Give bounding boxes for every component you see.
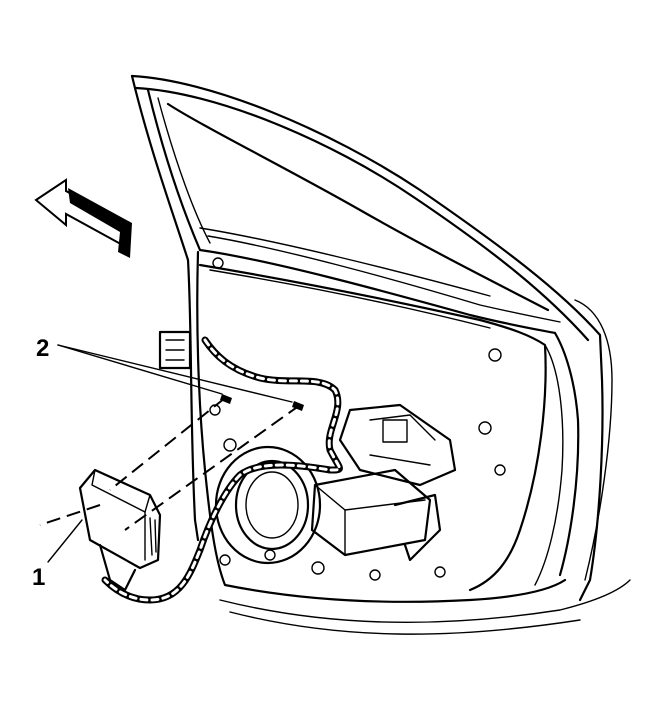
forward-direction-arrow-icon — [34, 178, 132, 258]
fastener-tabs — [220, 394, 304, 411]
mounting-holes — [209, 257, 506, 581]
callout-1: 1 — [32, 564, 45, 591]
hinge-connector — [158, 330, 192, 370]
inner-door-panel — [196, 250, 631, 635]
regulator-motor — [310, 403, 457, 562]
alignment-lines — [39, 397, 301, 531]
door-module — [78, 468, 162, 592]
callout-2: 2 — [36, 335, 49, 362]
door-outer-frame — [130, 74, 604, 602]
leader-lines — [47, 344, 293, 563]
wiring-harness — [101, 336, 343, 604]
